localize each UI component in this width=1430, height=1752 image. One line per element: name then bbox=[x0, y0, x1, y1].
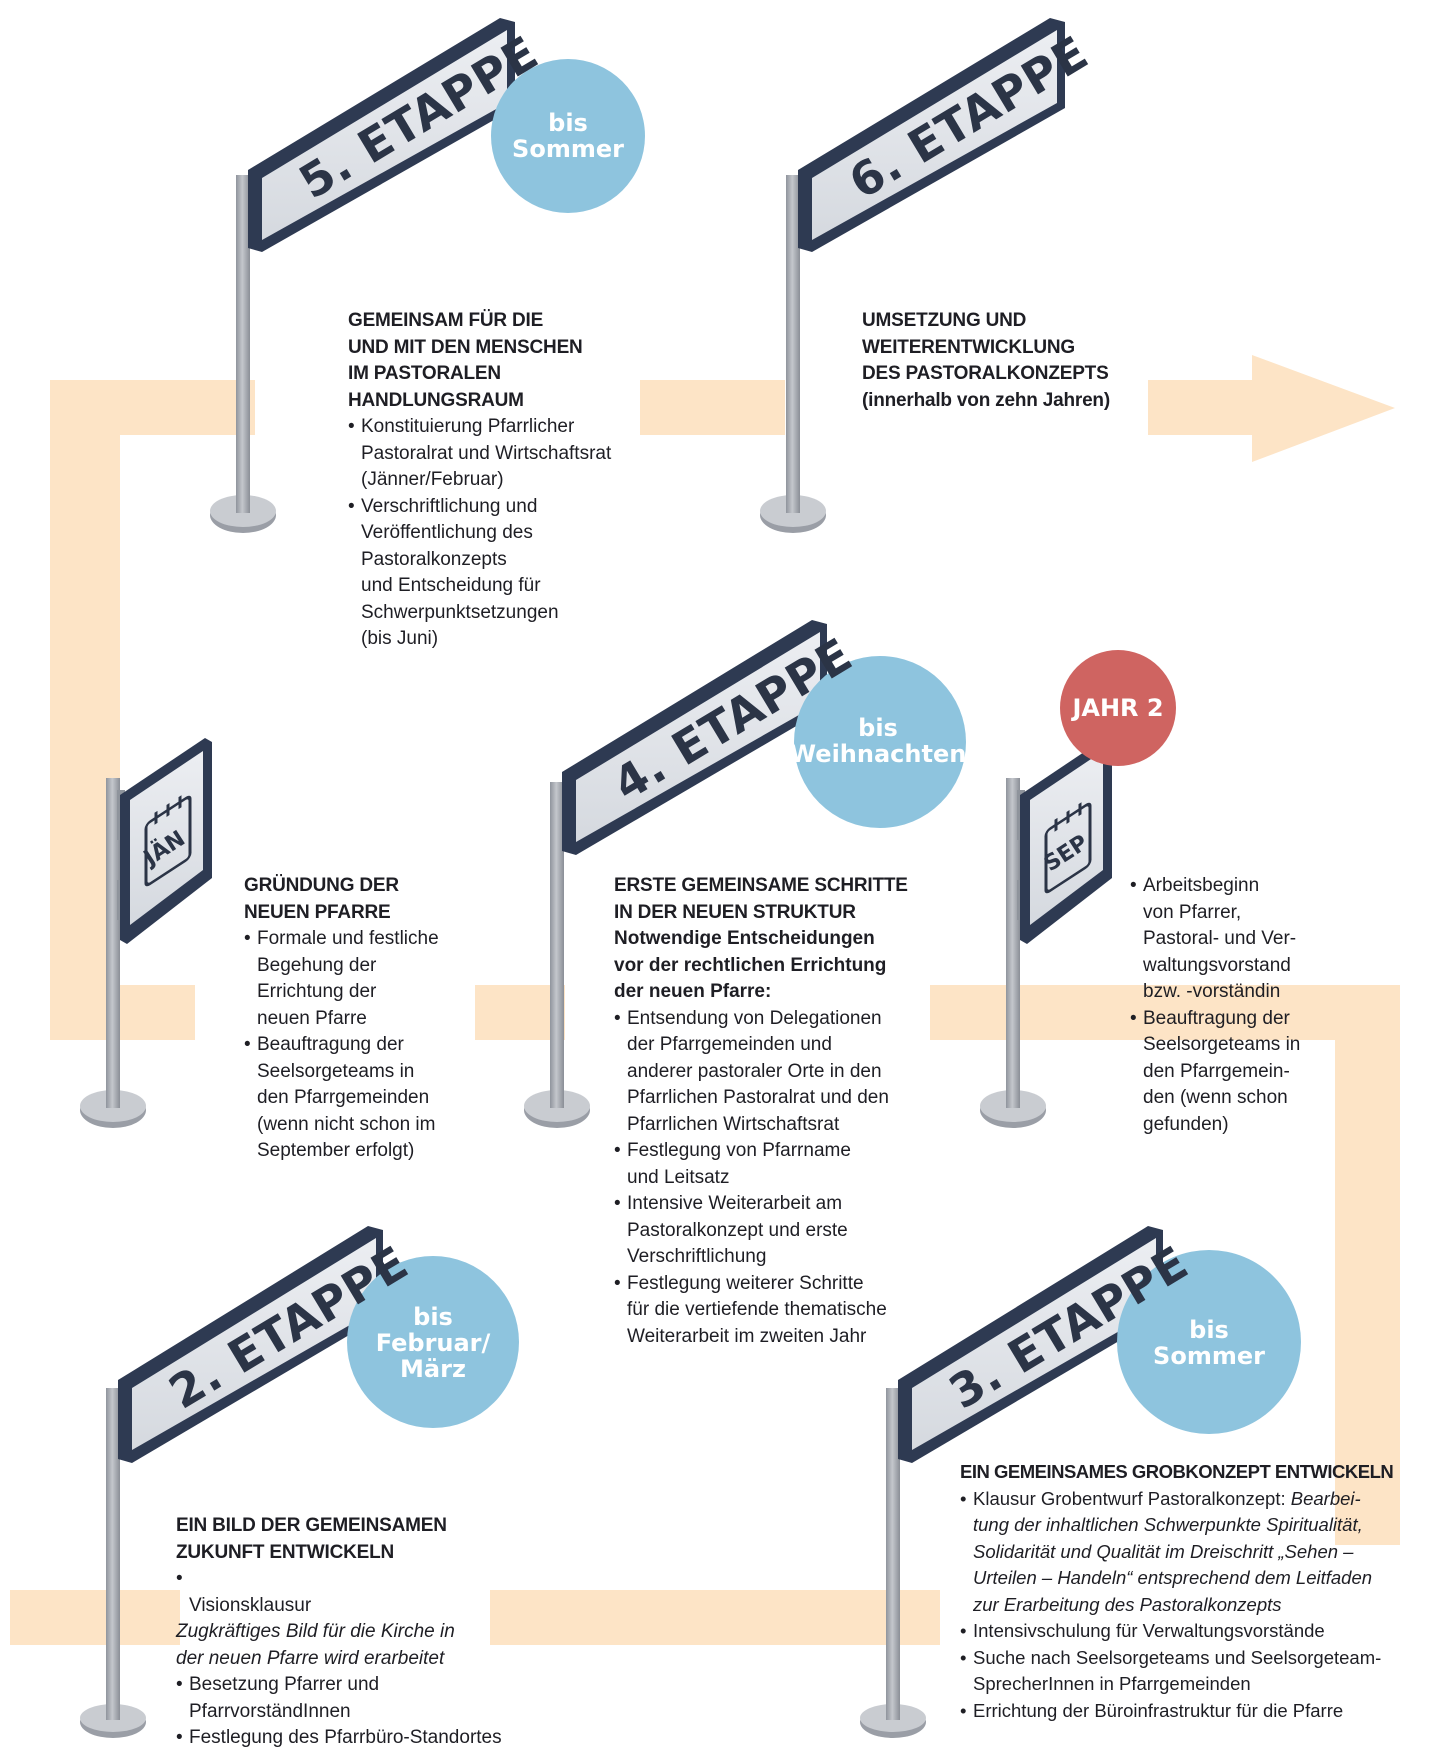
pole bbox=[106, 1388, 120, 1720]
etappe-2-signpost bbox=[80, 1226, 383, 1738]
etappe-5-bubble-line-1: bis bbox=[548, 109, 588, 137]
etappe-4-bullet-3: Intensive Weiterarbeit am Pastoralkonzep… bbox=[614, 1191, 924, 1271]
sep-signpost bbox=[980, 738, 1112, 1128]
pole bbox=[786, 175, 800, 513]
sep-text: Arbeitsbeginn von Pfarrer, Pastoral- und… bbox=[1130, 873, 1330, 1138]
calendar-icon bbox=[1044, 802, 1092, 894]
etappe-3-bubble-line-2: Sommer bbox=[1153, 1342, 1265, 1370]
etappe-6-title: UMSETZUNG UND WEITERENTWICKLUNG DES PAST… bbox=[862, 310, 1110, 411]
etappe-3-bullet-1: Klausur Grobentwurf Pastoralkonzept: Bea… bbox=[960, 1486, 1422, 1619]
etappe-2-title: EIN BILD DER GEMEINSAMEN ZUKUNFT ENTWICK… bbox=[176, 1515, 447, 1563]
etappe-2-bullet-1-text: Visionsklausur bbox=[189, 1594, 312, 1616]
etappe-6-signpost bbox=[760, 18, 1065, 533]
road-segment-right-vertical bbox=[1335, 985, 1400, 1545]
road-arrow-head-icon bbox=[1252, 355, 1395, 462]
etappe-5-signpost bbox=[210, 18, 515, 533]
etappe-6-text: UMSETZUNG UND WEITERENTWICKLUNG DES PAST… bbox=[862, 308, 1182, 414]
etappe-3-bubble-line-1: bis bbox=[1189, 1316, 1229, 1344]
etappe-6-sign-label: 6. ETAPPE bbox=[840, 25, 1098, 209]
etappe-5-title: GEMEINSAM FÜR DIE UND MIT DEN MENSCHEN I… bbox=[348, 310, 583, 411]
etappe-2-text: EIN BILD DER GEMEINSAMEN ZUKUNFT ENTWICK… bbox=[176, 1513, 546, 1752]
road-segment-bottom-left bbox=[10, 1590, 180, 1645]
etappe-3-bullet-1-detail: Bearbei- tung der inhaltlichen Schwerpun… bbox=[973, 1487, 1373, 1615]
etappe-4-signpost bbox=[524, 620, 827, 1128]
year-badge bbox=[1060, 650, 1176, 766]
pole bbox=[1006, 778, 1020, 1108]
etappe-4-bubble bbox=[794, 656, 966, 828]
pole bbox=[550, 782, 564, 1108]
etappe-2-bubble-line-3: März bbox=[400, 1355, 466, 1383]
etappe-2-bullet-3: Festlegung des Pfarrbüro-Standortes bbox=[176, 1725, 546, 1752]
jan-bullet-1: Formale und festliche Begehung der Erric… bbox=[244, 926, 474, 1032]
etappe-2-bubble-line-1: bis bbox=[413, 1303, 453, 1331]
jan-bullet-2: Beauftragung der Seelsorgeteams in den P… bbox=[244, 1032, 474, 1165]
etappe-2-bullet-1: Visionsklausur bbox=[176, 1566, 546, 1619]
sep-bullet-1: Arbeitsbeginn von Pfarrer, Pastoral- und… bbox=[1130, 873, 1330, 1006]
pole bbox=[886, 1388, 900, 1720]
road-segment-bottom-mid bbox=[490, 1590, 940, 1645]
calendar-icon bbox=[144, 795, 192, 887]
etappe-3-bullet-3: Suche nach Seelsorgeteams und Seelsorget… bbox=[960, 1645, 1422, 1698]
etappe-4-bullet-4: Festlegung weiterer Schritte für die ver… bbox=[614, 1271, 924, 1351]
etappe-2-bubble-line-2: Februar/ bbox=[376, 1329, 491, 1357]
etappe-5-bubble bbox=[491, 59, 645, 213]
year-badge-label: JAHR 2 bbox=[1070, 694, 1163, 722]
etappe-2-bullet-2: Besetzung Pfarrer und PfarrvorständInnen bbox=[176, 1672, 546, 1725]
etappe-3-signpost bbox=[860, 1226, 1163, 1738]
etappe-3-title: EIN GEMEINSAMES GROBKONZEPT ENTWICKELN bbox=[960, 1461, 1394, 1482]
etappe-4-bubble-line-2: Weihnachten bbox=[790, 740, 967, 768]
etappe-4-bubble-line-1: bis bbox=[858, 714, 898, 742]
etappe-5-text: GEMEINSAM FÜR DIE UND MIT DEN MENSCHEN I… bbox=[348, 308, 668, 653]
etappe-5-bubble-line-2: Sommer bbox=[512, 135, 624, 163]
jan-title: GRÜNDUNG DER NEUEN PFARRE bbox=[244, 875, 399, 923]
road-segment-top-right bbox=[1148, 380, 1258, 435]
etappe-3-bullet-2: Intensivschulung für Verwaltungsvorständ… bbox=[960, 1618, 1422, 1645]
etappe-4-text: ERSTE GEMEINSAME SCHRITTE IN DER NEUEN S… bbox=[614, 873, 924, 1350]
jan-text: GRÜNDUNG DER NEUEN PFARRE Formale und fe… bbox=[244, 873, 474, 1165]
etappe-4-bullet-1: Entsendung von Delegationen der Pfarrgem… bbox=[614, 1006, 924, 1139]
jan-signpost bbox=[80, 738, 212, 1128]
pole bbox=[236, 175, 250, 513]
etappe-2-bullet-1-detail: Zugkräftiges Bild für die Kirche in der … bbox=[176, 1621, 455, 1669]
road-segment-top-left bbox=[65, 380, 255, 435]
etappe-3-bullet-4: Errichtung der Büroinfrastruktur für die… bbox=[960, 1698, 1422, 1725]
etappe-3-bubble bbox=[1117, 1250, 1301, 1434]
sep-bullet-2: Beauftragung der Seelsorgeteams in den P… bbox=[1130, 1006, 1330, 1139]
etappe-4-bullet-2: Festlegung von Pfarrname und Leitsatz bbox=[614, 1138, 924, 1191]
etappe-5-bullet-2: Verschriftlichung und Veröffentlichung d… bbox=[348, 494, 668, 653]
etappe-5-bullet-1: Konstituierung Pfarrlicher Pastoralrat u… bbox=[348, 414, 668, 494]
etappe-3-bullet-1-text: Klausur Grobentwurf Pastoralkonzept: bbox=[973, 1487, 1291, 1509]
etappe-4-title: ERSTE GEMEINSAME SCHRITTE IN DER NEUEN S… bbox=[614, 875, 908, 923]
pole bbox=[106, 778, 120, 1108]
etappe-2-bubble bbox=[347, 1256, 519, 1428]
etappe-3-text: EIN GEMEINSAMES GROBKONZEPT ENTWICKELN K… bbox=[960, 1459, 1422, 1724]
etappe-4-subtitle: Notwendige Entscheidungen vor der rechtl… bbox=[614, 928, 887, 1002]
